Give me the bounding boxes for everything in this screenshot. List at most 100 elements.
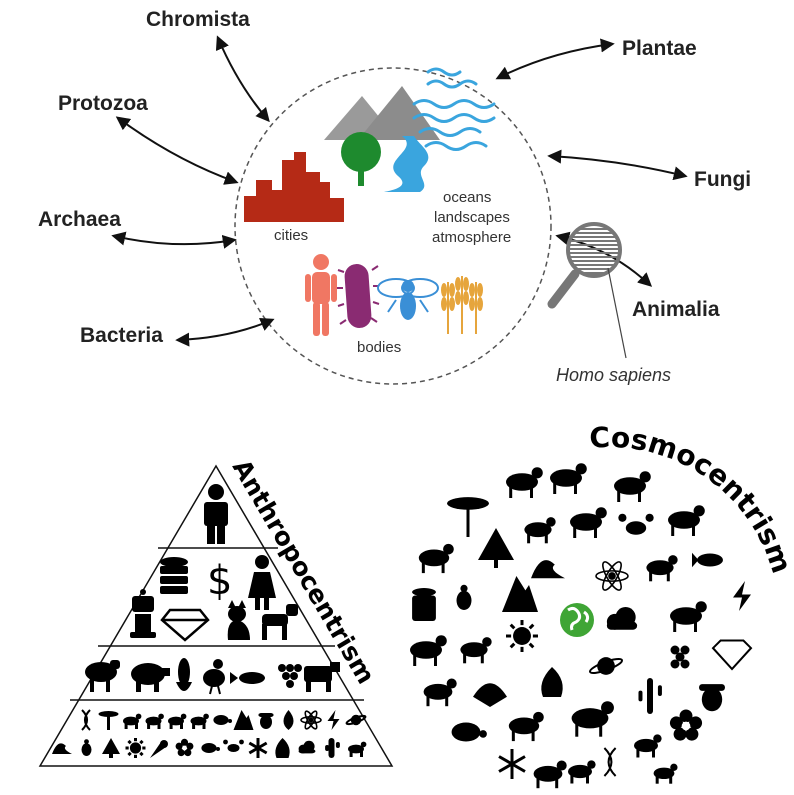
cosmo-icons [410, 463, 753, 789]
pointer-line [607, 267, 627, 359]
arrow-bacteria [175, 317, 275, 347]
robot-icon [130, 589, 156, 638]
comet-icon [150, 740, 168, 758]
lightning-icon [733, 581, 751, 611]
anthropocentrism-pyramid: Anthropocentrism $ [38, 454, 394, 767]
person-icon [204, 484, 228, 544]
grapes-icon [278, 664, 302, 688]
saturn-icon [345, 714, 367, 726]
palm-icon [447, 497, 489, 537]
elephant-icon [410, 635, 447, 666]
crab-icon [223, 739, 244, 752]
tree-icon [102, 738, 120, 758]
arrow-plantae [495, 38, 615, 80]
arrow-archaea [111, 231, 237, 249]
rat-icon [614, 471, 651, 502]
label-landscapes: landscapes [434, 209, 510, 226]
pig-icon [668, 505, 705, 536]
people-icon [670, 601, 707, 632]
shell-icon [473, 683, 507, 707]
label-plantae: Plantae [622, 37, 697, 60]
palm-icon [98, 711, 119, 730]
bug-icon [456, 584, 472, 610]
diamond-icon [160, 608, 210, 642]
sun-icon [506, 620, 538, 652]
wave-icon [52, 743, 72, 754]
mountain-icon [502, 576, 538, 612]
rooster-icon [460, 637, 492, 664]
earth-icon [560, 603, 594, 637]
bug-icon [81, 739, 92, 756]
database-icon [160, 557, 188, 594]
elephant-icon [145, 713, 164, 729]
cactus-icon [638, 678, 662, 714]
kingdom-arrows [111, 35, 688, 347]
corn-icon [568, 760, 596, 784]
bee-icon [377, 278, 439, 320]
snake-icon [646, 555, 678, 582]
cow-icon [570, 507, 607, 538]
wheat-icon [441, 276, 483, 334]
arrow-fungi [547, 149, 688, 181]
fire-icon [275, 738, 290, 758]
label-fungi: Fungi [694, 168, 751, 191]
cow-icon [304, 662, 340, 692]
tree-icon [478, 528, 514, 568]
cloud-icon [606, 607, 638, 630]
bacterium-icon [337, 264, 380, 328]
rat-icon [348, 741, 367, 757]
cloud-icon [298, 740, 316, 754]
turtle-icon [213, 715, 232, 725]
lightning-icon [327, 710, 340, 730]
bat-icon [634, 734, 662, 758]
label-bodies: bodies [357, 339, 401, 356]
acorn-icon [699, 684, 725, 712]
sheep-icon [85, 660, 120, 692]
river-icon [384, 136, 429, 192]
label-atmosphere: atmosphere [432, 229, 511, 246]
dinosaur-icon [418, 543, 454, 574]
pyramid-outline [38, 464, 394, 767]
saturn-icon [588, 657, 624, 675]
turtle-icon [451, 722, 487, 742]
woman-icon [248, 555, 276, 610]
crab-icon [618, 513, 654, 535]
arrow-chromista [215, 35, 270, 123]
arrow-protozoa [115, 116, 239, 185]
flower-icon [669, 709, 703, 741]
fish-icon [692, 552, 723, 568]
grapes-icon [670, 645, 690, 669]
snowflake-icon [498, 749, 526, 779]
pig-icon [131, 663, 170, 692]
tier-4-row-1 [81, 709, 367, 731]
dinosaur-icon [123, 713, 142, 729]
panda-icon [550, 463, 587, 494]
mountain-icon [233, 710, 254, 730]
frog-icon [423, 678, 457, 707]
corn-icon [176, 658, 192, 691]
diamond-icon [711, 639, 753, 671]
cat-icon [533, 760, 567, 789]
database-icon [412, 588, 436, 621]
earth-system-circle [234, 67, 552, 385]
turtle-icon [201, 743, 220, 753]
label-oceans: oceans [443, 189, 491, 206]
mountains-icon [324, 86, 440, 140]
cat-icon [227, 600, 250, 640]
bat-icon [653, 763, 678, 784]
anthropocentrism-title: Anthropocentrism [227, 454, 381, 688]
label-protozoa: Protozoa [58, 92, 148, 115]
dollar-icon: $ [207, 558, 232, 604]
tier-4-row-2 [52, 738, 367, 758]
fire-icon [541, 667, 563, 697]
label-animalia: Animalia [632, 298, 720, 321]
wave-icon [531, 560, 565, 579]
drop-icon [283, 710, 294, 730]
dog-icon [262, 604, 298, 640]
magnifier-icon [547, 222, 622, 309]
human-body-icon [305, 254, 337, 336]
label-bacteria: Bacteria [80, 324, 163, 347]
fish-icon [230, 672, 265, 684]
sheep-icon [508, 711, 544, 742]
